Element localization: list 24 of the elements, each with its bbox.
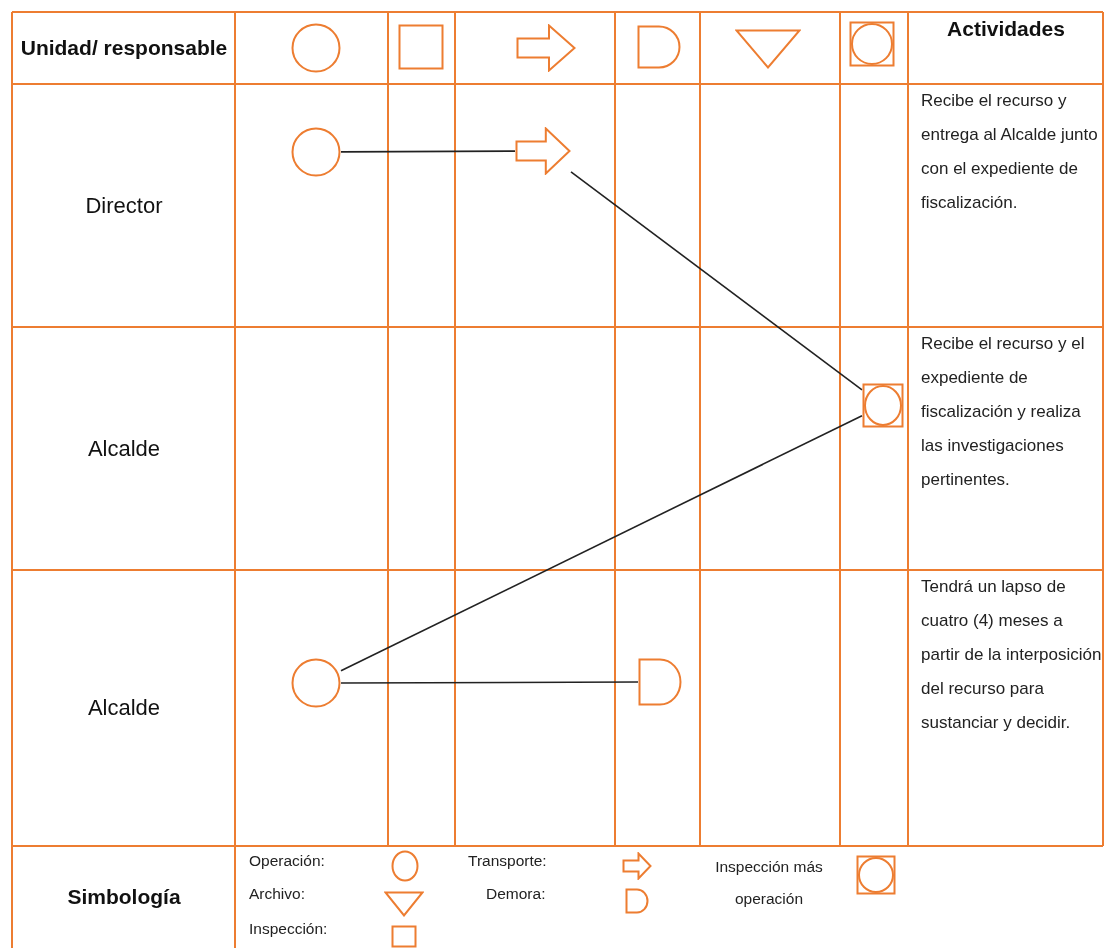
unit-name: Director bbox=[85, 192, 163, 219]
unit-name: Alcalde bbox=[87, 435, 161, 462]
connector-line bbox=[570, 171, 863, 391]
legend-text: Operación: bbox=[249, 851, 325, 871]
column-header: Unidad/ responsable bbox=[20, 35, 228, 62]
unit-name: Alcalde bbox=[87, 695, 161, 721]
legend-title: Simbología bbox=[67, 884, 181, 911]
activity-text: Tendrá un lapso de cuatro (4) meses a partir de la interposición del recurso para sustanciar y decidir. bbox=[921, 576, 1103, 734]
transport-arrow bbox=[515, 127, 571, 175]
legend-text: Inspección: bbox=[249, 919, 328, 939]
operation-circle bbox=[291, 127, 341, 177]
legend-text: Transporte: bbox=[468, 851, 547, 871]
connector-line bbox=[340, 150, 516, 153]
connector-line bbox=[340, 681, 639, 684]
legend-text: Inspección más operación bbox=[714, 857, 824, 909]
activity-text: Recibe el recurso y el expediente de fiscalización y realiza las investigaciones pertinentes. bbox=[921, 333, 1086, 491]
operation-circle bbox=[291, 658, 341, 708]
inspection-operation-symbol bbox=[862, 383, 904, 428]
activity-text: Recibe el recurso y entrega al Alcalde junto con el expediente de fiscalización. bbox=[921, 90, 1099, 214]
legend-text: Demora: bbox=[486, 884, 546, 904]
column-header: Actividades bbox=[947, 16, 1065, 42]
delay-symbol bbox=[638, 658, 682, 706]
connector-line bbox=[340, 414, 863, 672]
legend-text: Archivo: bbox=[249, 884, 305, 904]
